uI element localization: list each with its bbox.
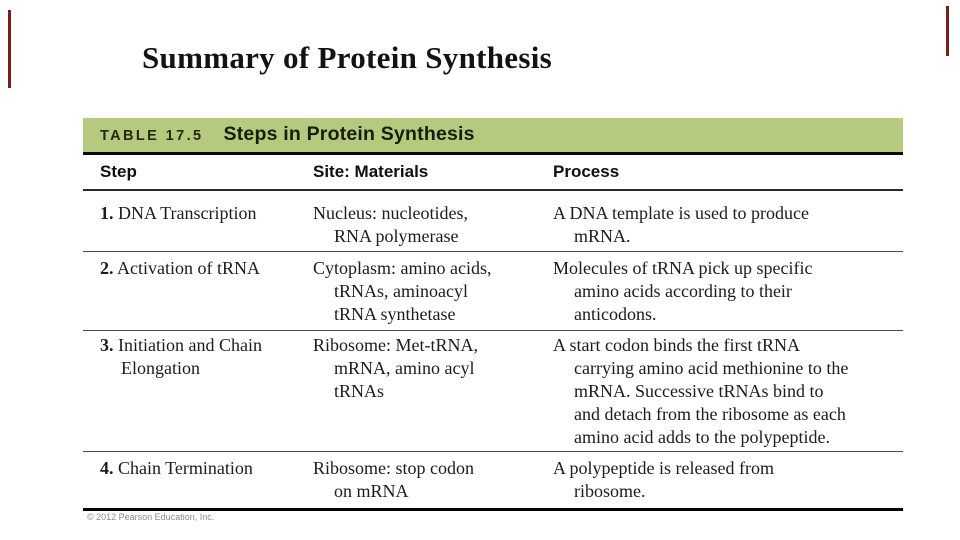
site-materials-cell: Ribosome: stop codon on mRNA xyxy=(313,458,474,501)
table-row: 3. Initiation and Chain Elongation Ribos… xyxy=(83,331,903,452)
site-materials-cell: Nucleus: nucleotides, RNA polymerase xyxy=(313,203,468,246)
step-text: Activation of tRNA xyxy=(113,258,260,278)
table-title-bar: TABLE 17.5 Steps in Protein Synthesis xyxy=(83,118,903,155)
step-cell: 2. Activation of tRNA xyxy=(100,257,313,326)
step-text: Initiation and Chain Elongation xyxy=(118,335,262,378)
process-cell: A polypeptide is released from ribosome. xyxy=(553,458,774,501)
table-row: 2. Activation of tRNA Cytoplasm: amino a… xyxy=(83,252,903,331)
table-row: 1. DNA Transcription Nucleus: nucleotide… xyxy=(83,191,903,252)
table-number-label: TABLE 17.5 xyxy=(100,128,204,144)
step-number: 3. xyxy=(100,335,114,355)
step-cell: 1. DNA Transcription xyxy=(100,202,313,248)
right-edge-accent-mark xyxy=(946,6,949,56)
step-number: 2. xyxy=(100,258,114,278)
copyright-note: © 2012 Pearson Education, Inc. xyxy=(87,512,215,522)
column-header-process: Process xyxy=(553,162,620,181)
site-materials-cell: Cytoplasm: amino acids, tRNAs, aminoacyl… xyxy=(313,258,492,324)
column-header-step: Step xyxy=(100,162,137,181)
step-cell: 3. Initiation and Chain Elongation xyxy=(100,334,313,449)
table-column-headers: Step Site: Materials Process xyxy=(83,155,903,191)
step-number: 4. xyxy=(100,458,114,478)
table-row: 4. Chain Termination Ribosome: stop codo… xyxy=(83,452,903,508)
step-cell: 4. Chain Termination xyxy=(100,457,313,503)
left-edge-accent-mark xyxy=(8,10,11,88)
column-header-site-materials: Site: Materials xyxy=(313,162,429,181)
step-text: DNA Transcription xyxy=(113,203,257,223)
process-cell: A start codon binds the first tRNA carry… xyxy=(553,335,849,447)
process-cell: Molecules of tRNA pick up specific amino… xyxy=(553,258,813,324)
step-number: 1. xyxy=(100,203,114,223)
table-heading: Steps in Protein Synthesis xyxy=(223,123,475,145)
site-materials-cell: Ribosome: Met-tRNA, mRNA, amino acyl tRN… xyxy=(313,335,478,401)
process-cell: A DNA template is used to produce mRNA. xyxy=(553,203,809,246)
step-text: Chain Termination xyxy=(113,458,253,478)
protein-synthesis-table: TABLE 17.5 Steps in Protein Synthesis St… xyxy=(83,118,903,511)
slide-title: Summary of Protein Synthesis xyxy=(142,40,552,75)
